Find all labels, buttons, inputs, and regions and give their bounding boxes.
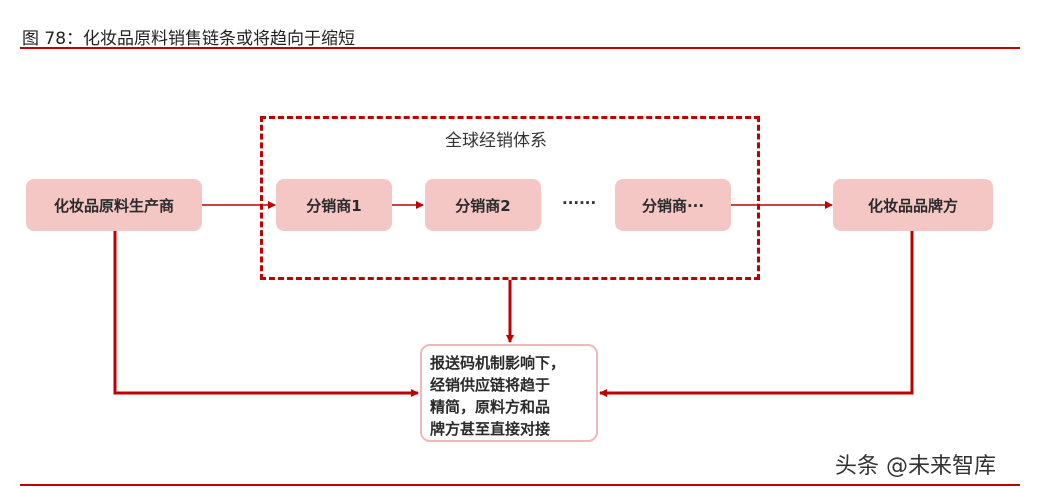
distribution-system-box — [260, 116, 760, 280]
top-divider — [20, 47, 1020, 49]
watermark: 头条 @未来智库 — [835, 454, 996, 479]
producer-node: 化妆品原料生产商 — [26, 179, 202, 231]
figure-title: 图 78：化妆品原料销售链条或将趋向于缩短 — [22, 29, 356, 49]
distributor-1-node: 分销商1 — [276, 179, 392, 231]
bottom-divider — [20, 484, 1020, 486]
arrow-producer-to-note — [113, 231, 419, 397]
ellipsis-dots: ······ — [562, 194, 597, 212]
outcome-note: 报送码机制影响下， 经销供应链将趋于 精简，原料方和品 牌方甚至直接对接 — [420, 344, 598, 442]
brand-node: 化妆品品牌方 — [833, 179, 993, 231]
distributor-2-node: 分销商2 — [425, 179, 541, 231]
distribution-system-label: 全球经销体系 — [445, 131, 547, 151]
arrow-brand-to-note — [599, 231, 914, 397]
distributor-n-node: 分销商··· — [615, 179, 731, 231]
